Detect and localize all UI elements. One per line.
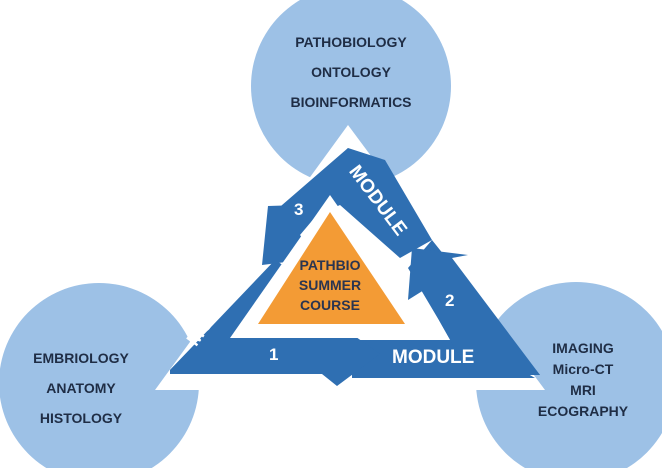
top-topic-2: ONTOLOGY	[311, 64, 391, 80]
center-label: PATHBIO SUMMER COURSE	[280, 255, 380, 315]
right-topic-3: MRI	[570, 382, 596, 398]
module-number-2: 2	[445, 291, 455, 310]
left-topic-3: HISTOLOGY	[39, 410, 123, 426]
center-line-3: COURSE	[300, 297, 360, 313]
module-number-1: 1	[269, 345, 279, 364]
left-topic-2: ANATOMY	[46, 380, 116, 396]
arrow-2	[408, 248, 540, 375]
right-topic-1: IMAGING	[552, 340, 614, 356]
right-topic-2: Micro-CT	[552, 361, 614, 377]
center-triangle	[258, 212, 405, 324]
module-number-3: 3	[294, 200, 304, 219]
circle-top	[251, 0, 451, 186]
top-topic-1: PATHOBIOLOGY	[295, 34, 407, 50]
center-line-1: PATHBIO	[299, 257, 361, 273]
circle-right	[476, 282, 662, 468]
top-topic-3: BIOINFORMATICS	[290, 94, 412, 110]
center-line-2: SUMMER	[298, 277, 362, 293]
left-topic-1: EMBRIOLOGY	[33, 350, 129, 366]
module-label-bottom: MODULE	[392, 347, 475, 368]
right-topic-4: ECOGRAPHY	[537, 403, 629, 419]
band-top	[274, 148, 432, 258]
circle-left	[0, 283, 199, 468]
arrow-3	[262, 148, 355, 265]
